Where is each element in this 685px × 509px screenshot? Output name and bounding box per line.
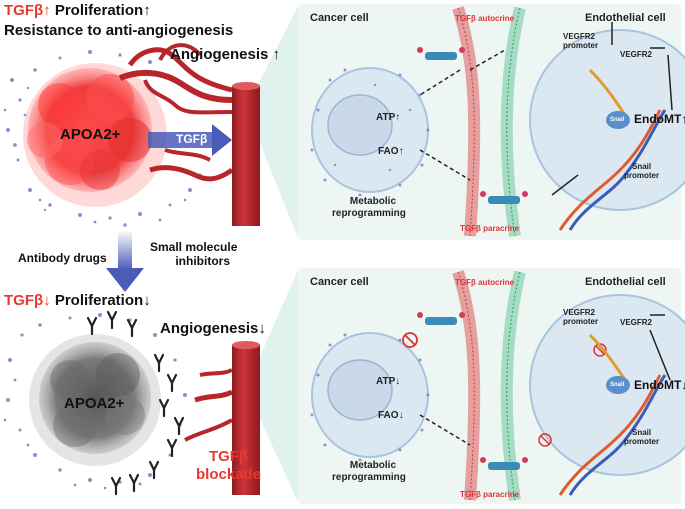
top-vegfr2-promoter-label: VEGFR2 promoter	[563, 32, 598, 50]
bottom-fao-label: FAO↓	[378, 410, 404, 421]
angiogenesis-text: Angiogenesis	[160, 320, 259, 337]
down-arrow-icon: ↓	[398, 410, 404, 421]
down-arrow-icon: ↓	[395, 376, 401, 387]
top-vegfr2-label: VEGFR2	[620, 50, 653, 59]
endomt-text: EndoMT	[634, 112, 682, 126]
treatment-arrow	[106, 230, 144, 292]
vegfr2-promoter-line-2: promoter	[563, 317, 599, 326]
bottom-vegfr2-promoter-label: VEGFR2 promoter	[563, 308, 598, 326]
tgfb-red-text: TGFβ	[4, 292, 44, 309]
gray-tumor	[29, 334, 161, 466]
bottom-metabolic-label: Metabolic reprogramming	[332, 460, 406, 484]
top-apoa2-label: APOA2+	[60, 126, 121, 143]
bottom-tgfb-label: TGFβ↓ Proliferation↓	[4, 292, 151, 309]
metabolic-line-1: Metabolic	[349, 196, 397, 207]
top-paracrine-label: TGFβ paracrine	[460, 224, 520, 233]
bottom-vessel	[184, 341, 260, 495]
snail-promoter-line-2: promoter	[624, 437, 660, 446]
up-arrow-icon: ↑	[395, 112, 401, 123]
red-tumor	[23, 63, 167, 207]
down-arrow-icon: ↓	[43, 292, 51, 309]
small-molecule-line-1: Small molecule	[150, 240, 238, 254]
top-metabolic-label: Metabolic reprogramming	[332, 196, 406, 220]
bottom-dots	[3, 313, 187, 490]
proliferation-text: Proliferation	[54, 2, 144, 19]
vegfr2-promoter-line-1: VEGFR2	[563, 308, 596, 317]
bottom-atp-label: ATP↓	[376, 376, 400, 387]
top-cancer-cell-label: Cancer cell	[310, 12, 369, 24]
top-autocrine-label: TGFβ autocrine	[455, 14, 515, 23]
bottom-panel-graphics	[310, 270, 685, 501]
down-arrow-icon: ↓	[681, 378, 685, 392]
bottom-vegfr2-label: VEGFR2	[620, 318, 653, 327]
antibodies	[86, 310, 185, 496]
up-arrow-icon: ↑	[43, 2, 51, 19]
top-snail-promoter-label: Snail promoter	[624, 162, 659, 180]
top-vessel	[118, 43, 260, 226]
down-arrow-icon: ↓	[258, 320, 266, 337]
fao-text: FAO	[378, 146, 399, 157]
top-snail-label: Snail	[610, 117, 625, 123]
tgfb-red-text: TGFβ	[4, 2, 44, 19]
top-endomt-label: EndoMT↑	[634, 112, 685, 126]
bottom-paracrine-label: TGFβ paracrine	[460, 490, 520, 499]
endomt-text: EndoMT	[634, 378, 682, 392]
fao-text: FAO	[378, 410, 399, 421]
vegfr2-promoter-line-1: VEGFR2	[563, 32, 596, 41]
metabolic-line-2: reprogramming	[332, 208, 406, 219]
top-zoom-cone	[246, 6, 298, 238]
bottom-endothelial-label: Endothelial cell	[585, 276, 666, 288]
bottom-zoom-cone	[246, 270, 298, 502]
bottom-apoa2-label: APOA2+	[64, 395, 125, 412]
bottom-cancer-cell-label: Cancer cell	[310, 276, 369, 288]
down-arrow-icon: ↓	[143, 292, 151, 309]
atp-text: ATP	[376, 376, 396, 387]
top-endothelial-label: Endothelial cell	[585, 12, 666, 24]
bottom-snail-label: Snail	[610, 382, 625, 388]
top-fao-label: FAO↑	[378, 146, 404, 157]
top-dots	[3, 50, 202, 227]
blockade-line-1: TGFβ	[208, 448, 249, 465]
bottom-angiogenesis-label: Angiogenesis↓	[160, 320, 266, 337]
bottom-autocrine-label: TGFβ autocrine	[455, 278, 515, 287]
metabolic-line-2: reprogramming	[332, 472, 406, 483]
bottom-endomt-label: EndoMT↓	[634, 378, 685, 392]
top-tgfb-label: TGFβ↑ Proliferation↑	[4, 2, 151, 19]
proliferation-text: Proliferation	[54, 292, 144, 309]
vegfr2-promoter-line-2: promoter	[563, 41, 599, 50]
up-arrow-icon: ↑	[143, 2, 151, 19]
small-molecule-label: Small molecule inhibitors	[150, 240, 237, 268]
angiogenesis-text: Angiogenesis	[170, 46, 269, 63]
antibody-drugs-label: Antibody drugs	[18, 251, 107, 265]
top-panel-graphics	[310, 6, 685, 237]
snail-promoter-line-2: promoter	[624, 171, 660, 180]
tgfb-arrow-label: TGFβ	[176, 132, 208, 146]
tgfb-blockade-label: TGFβ blockade	[196, 448, 261, 484]
small-molecule-line-2: inhibitors	[175, 254, 231, 268]
up-arrow-icon: ↑	[398, 146, 404, 157]
up-arrow-icon: ↑	[272, 46, 281, 63]
metabolic-line-1: Metabolic	[349, 460, 397, 471]
resistance-label: Resistance to anti-angiogenesis	[4, 22, 234, 39]
blockade-line-2: blockade	[196, 466, 262, 483]
atp-text: ATP	[376, 112, 396, 123]
tgfb-arrow	[148, 124, 232, 156]
top-angiogenesis-label: Angiogenesis ↑	[170, 46, 280, 63]
up-arrow-icon: ↑	[681, 112, 685, 126]
snail-promoter-line-1: Snail	[632, 162, 652, 171]
top-atp-label: ATP↑	[376, 112, 400, 123]
bottom-snail-promoter-label: Snail promoter	[624, 428, 659, 446]
snail-promoter-line-1: Snail	[632, 428, 652, 437]
